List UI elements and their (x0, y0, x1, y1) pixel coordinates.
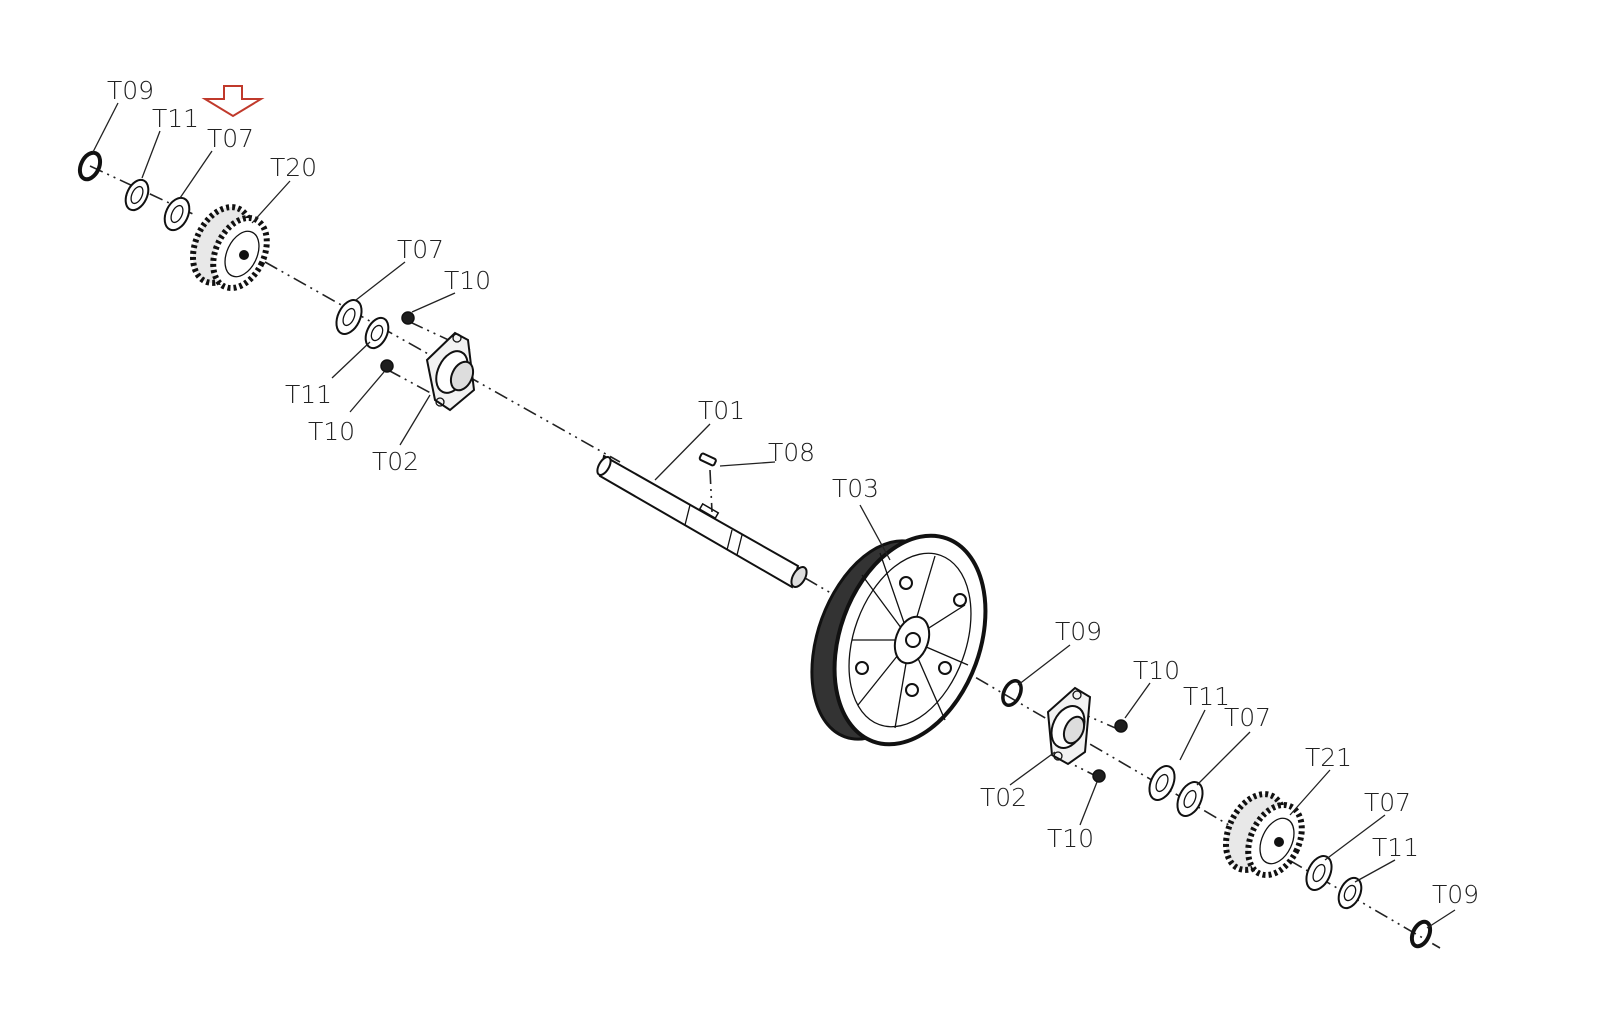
down-arrow-outline-icon (201, 85, 265, 118)
nut-t10-left-lower (380, 359, 394, 373)
shaft-t01 (596, 454, 808, 589)
label-t10-left-upper: T10 (444, 266, 491, 295)
gear-pulley-t20 (189, 204, 270, 292)
washer-t11-right-outer (1337, 876, 1363, 910)
flange-bearing-t02-right (1046, 686, 1092, 766)
label-t01: T01 (698, 396, 745, 425)
label-t11-left-inner: T11 (285, 380, 332, 409)
washer-t11-left-inner (364, 316, 390, 350)
flange-bearing-t02-left (425, 331, 476, 412)
gear-pulley-t21 (1222, 791, 1305, 879)
label-t07-left-outer: T07 (207, 124, 254, 153)
washer-t07-right-inner (1176, 781, 1204, 817)
label-t10-right-lower: T10 (1047, 824, 1094, 853)
label-t21: T21 (1305, 743, 1352, 772)
washer-t11-left-outer (124, 178, 150, 212)
washer-t07-left-outer (163, 196, 191, 232)
label-t07-right-outer: T07 (1364, 788, 1411, 817)
washer-t11-right-inner (1148, 765, 1176, 801)
label-t07-left-inner: T07 (397, 235, 444, 264)
key-t08 (698, 452, 717, 467)
label-t20: T20 (270, 153, 317, 182)
nut-t10-right-upper (1114, 719, 1128, 733)
part-labels: T09 T11 T07 T20 T07 T10 T11 T10 T02 T01 … (107, 76, 1479, 909)
label-t02-right: T02 (980, 783, 1027, 812)
nut-t10-right-lower (1092, 769, 1106, 783)
label-t10-left-lower: T10 (308, 417, 355, 446)
nut-t10-left-upper (401, 311, 415, 325)
retaining-ring-t09-left (77, 150, 103, 182)
retaining-ring-t09-right (1409, 919, 1433, 949)
label-t09-middle: T09 (1055, 617, 1102, 646)
label-t11-right-outer: T11 (1372, 833, 1419, 862)
label-t03: T03 (832, 474, 879, 503)
washer-t07-right-outer (1305, 855, 1333, 891)
spoked-wheel-t03 (810, 533, 988, 747)
label-t10-right-upper: T10 (1133, 656, 1180, 685)
label-t07-right-inner: T07 (1224, 703, 1271, 732)
label-t09-right: T09 (1432, 880, 1479, 909)
label-t11-right-inner: T11 (1183, 682, 1230, 711)
leader-lines (92, 102, 1456, 929)
washer-t07-left-inner (335, 299, 363, 335)
label-t11-left-outer: T11 (152, 104, 199, 133)
label-t09-left: T09 (107, 76, 154, 105)
label-t08: T08 (768, 438, 815, 467)
label-t02-left: T02 (372, 447, 419, 476)
retaining-ring-t09-middle (1001, 678, 1023, 708)
